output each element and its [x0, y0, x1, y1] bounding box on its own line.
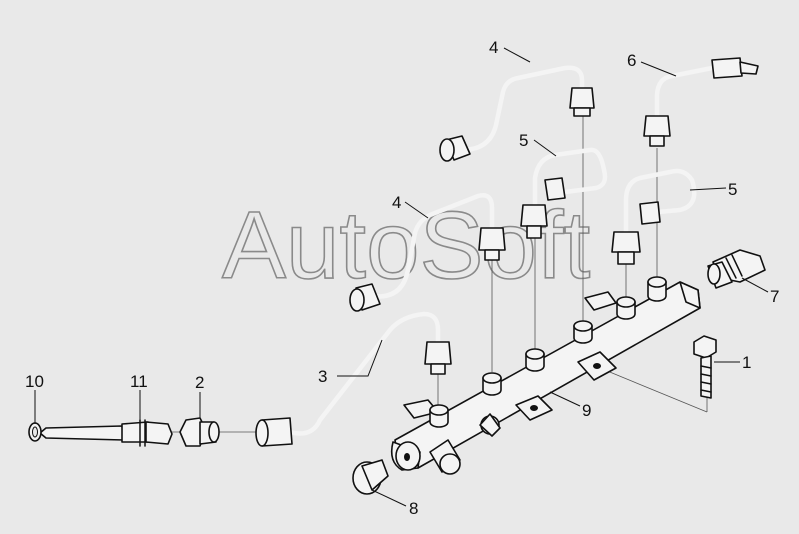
callout-2: 2 — [195, 373, 204, 392]
callout-3: 3 — [318, 367, 327, 386]
rail-outlet-ports — [429, 276, 667, 428]
pressure-valve-11 — [39, 419, 173, 447]
callout-9: 9 — [582, 401, 591, 420]
flow-limiter-2 — [179, 417, 220, 447]
callout-5-upper: 5 — [519, 131, 528, 150]
callout-10: 10 — [25, 372, 44, 391]
callout-7: 7 — [770, 287, 779, 306]
injector-pipe-5-lower — [611, 168, 697, 265]
o-ring-10 — [28, 422, 42, 442]
pressure-sensor — [707, 249, 766, 289]
callout-8: 8 — [409, 499, 418, 518]
callout-5-lower: 5 — [728, 180, 737, 199]
callouts: 1 2 3 4 4 5 5 6 7 8 9 10 11 — [25, 38, 779, 518]
injector-pipe-4-lower — [349, 193, 506, 312]
spacer-plates — [515, 351, 617, 421]
injector-pipe-6 — [643, 57, 759, 147]
callout-1: 1 — [742, 353, 751, 372]
injector-pipe-4-upper — [439, 65, 595, 162]
injector-pipe-5-upper — [520, 147, 608, 239]
mounting-bolt — [693, 335, 717, 399]
callout-6: 6 — [627, 51, 636, 70]
leader-lines — [34, 47, 769, 507]
rail-plug — [352, 459, 389, 495]
callout-4-lower: 4 — [392, 193, 401, 212]
callout-11: 11 — [130, 372, 148, 391]
callout-4-upper: 4 — [489, 38, 498, 57]
supply-pipe-3 — [255, 311, 452, 447]
